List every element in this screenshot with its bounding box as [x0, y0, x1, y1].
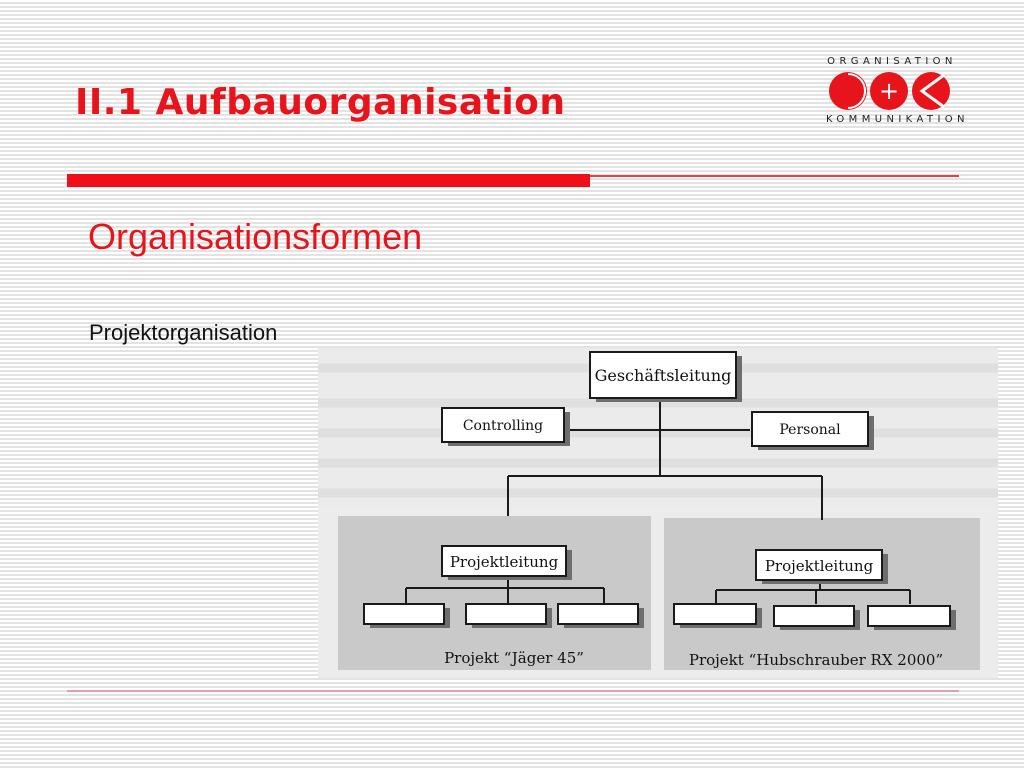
- logo-circle-icon: [829, 72, 867, 110]
- label-geschaeftsleitung: Geschäftsleitung: [595, 366, 732, 385]
- logo-mark: +: [829, 72, 950, 110]
- box-personal: [751, 411, 869, 447]
- box-geschaeftsleitung: [589, 351, 737, 399]
- body-text: Projektorganisation: [89, 320, 278, 345]
- title-underline-rule: [590, 175, 959, 177]
- box-team-1-2: [465, 603, 547, 625]
- logo-k-icon: [919, 73, 945, 109]
- logo-circle-right-icon: [912, 72, 950, 110]
- logo-top-text: ORGANISATION: [827, 56, 957, 67]
- box-team-2-3: [867, 605, 951, 627]
- label-project-1: Projekt “Jäger 45”: [444, 649, 584, 667]
- project-panel-2: [664, 518, 980, 670]
- label-personal: Personal: [779, 422, 841, 438]
- box-team-2-1: [673, 603, 757, 625]
- company-logo: ORGANISATION + KOMMUNIKATION: [826, 56, 969, 128]
- label-projektleitung-1: Projektleitung: [450, 553, 559, 571]
- title-underline-bar: [67, 174, 590, 187]
- logo-circle-center-icon: [870, 72, 908, 110]
- org-chart-svg: Geschäftsleitung Controlling Personal Pr…: [318, 348, 998, 678]
- footer-rule: [67, 690, 959, 692]
- box-team-2-2: [773, 605, 855, 627]
- project-panel-1: [338, 516, 651, 670]
- logo-arc-icon: [847, 73, 866, 109]
- logo-plus: +: [879, 77, 899, 105]
- box-team-1-3: [557, 603, 639, 625]
- logo-bottom-text: KOMMUNIKATION: [826, 114, 969, 125]
- box-projektleitung-1: [441, 545, 567, 577]
- slide-title: II.1 Aufbauorganisation: [75, 82, 566, 123]
- org-chart: Geschäftsleitung Controlling Personal Pr…: [318, 348, 998, 678]
- label-controlling: Controlling: [463, 418, 543, 434]
- box-controlling: [441, 407, 565, 443]
- box-team-1-1: [363, 603, 445, 625]
- label-project-2: Projekt “Hubschrauber RX 2000”: [689, 651, 943, 669]
- slide-subtitle: Organisationsformen: [88, 216, 423, 257]
- label-projektleitung-2: Projektleitung: [765, 557, 874, 575]
- box-projektleitung-2: [755, 549, 883, 581]
